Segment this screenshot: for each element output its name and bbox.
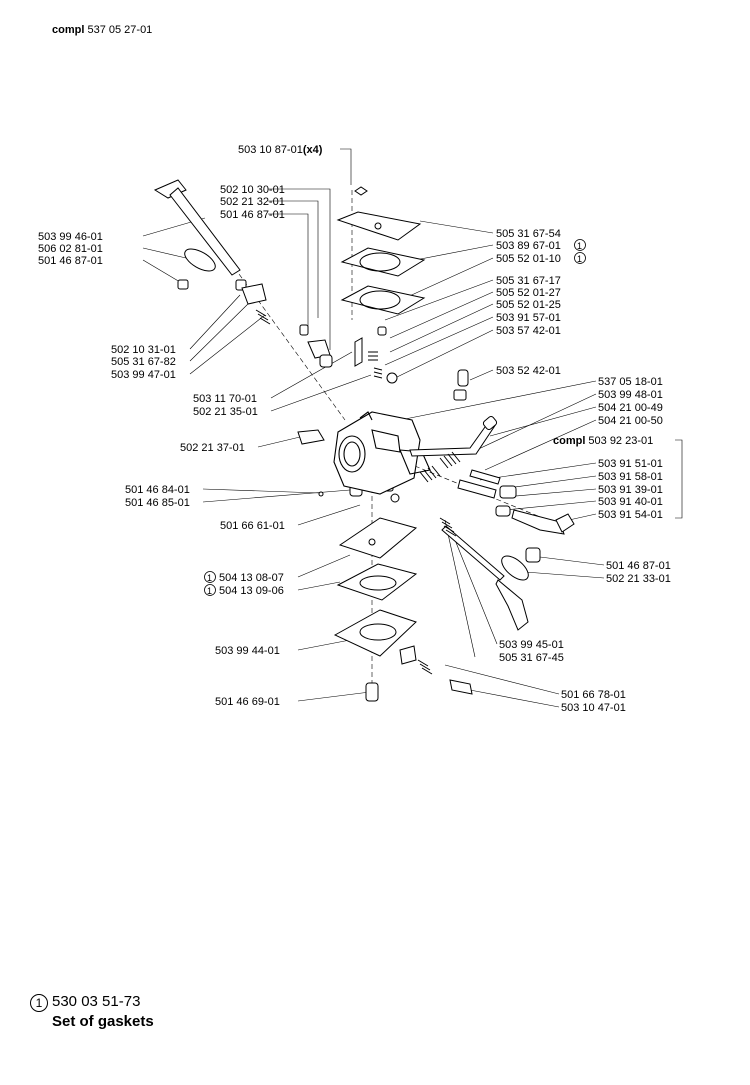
pump-diaphragm <box>340 247 426 277</box>
part-label: 501 46 87-01 <box>606 560 671 572</box>
part-label: 503 91 39-01 <box>598 484 663 496</box>
gasket-marker <box>574 239 586 251</box>
footer-marker-text: 1 <box>30 994 48 1012</box>
footer-part-number: 530 03 51-73 <box>52 993 141 1010</box>
part-label: 505 31 67-54 <box>496 228 561 240</box>
part-label: 503 57 42-01 <box>496 325 561 337</box>
gasket-marker <box>574 252 586 264</box>
label-top-screw: 503 10 87-01(x4) <box>238 144 323 156</box>
part-label: 503 99 47-01 <box>111 369 176 381</box>
choke-shaft <box>439 509 575 631</box>
gasket-marker <box>204 571 216 583</box>
part-label: 501 66 61-01 <box>220 520 285 532</box>
carburetor-body <box>333 411 431 495</box>
header-compl: compl <box>52 24 85 36</box>
part-label: 503 99 46-01 <box>38 231 103 243</box>
part-label: 502 10 31-01 <box>111 344 176 356</box>
part-label: 503 91 40-01 <box>598 496 663 508</box>
cover-screw <box>365 682 379 702</box>
part-label: 504 13 08-07 <box>219 572 284 584</box>
metering-lever-plate <box>338 517 418 559</box>
compl-number: 503 92 23-01 <box>588 435 653 447</box>
part-label: 501 46 87-01 <box>220 209 285 221</box>
part-label: 501 46 87-01 <box>38 255 103 267</box>
part-label: 502 21 37-01 <box>180 442 245 454</box>
choke-lever <box>409 416 498 457</box>
part-label: 502 21 35-01 <box>193 406 258 418</box>
part-label: 504 13 09-06 <box>219 585 284 597</box>
part-label: 505 31 67-45 <box>499 652 564 664</box>
part-label: 503 91 51-01 <box>598 458 663 470</box>
part-label: 501 66 78-01 <box>561 689 626 701</box>
choke-valve <box>501 555 529 581</box>
part-label: 502 21 33-01 <box>606 573 671 585</box>
gasket-marker-text: 1 <box>577 254 582 264</box>
throttle-valve <box>184 248 216 272</box>
part-label: 503 99 48-01 <box>598 389 663 401</box>
part-label: 502 21 32-01 <box>220 196 285 208</box>
part-label: 505 52 01-10 <box>496 253 561 265</box>
metering-stack <box>333 517 473 702</box>
label-top-number: 503 10 87-01 <box>238 144 303 156</box>
gasket-marker-text: 1 <box>207 573 212 583</box>
metering-cover <box>333 609 417 657</box>
part-label: 503 10 47-01 <box>561 702 626 714</box>
gasket-marker-text: 1 <box>577 241 582 251</box>
gasket-marker <box>204 584 216 596</box>
throttle-lever <box>241 283 267 305</box>
fuel-inlet-pin <box>297 429 325 445</box>
throttle-spring <box>255 309 271 325</box>
part-label: 504 21 00-50 <box>598 415 663 427</box>
header-number: 537 05 27-01 <box>87 24 153 36</box>
throttle-screw <box>177 279 189 290</box>
part-label: 503 99 44-01 <box>215 645 280 657</box>
footer-marker: 1 <box>30 994 48 1012</box>
part-label: 501 46 84-01 <box>125 484 190 496</box>
adjust-screws <box>419 451 517 517</box>
gasket-marker-text: 1 <box>207 586 212 596</box>
part-label: 503 11 70-01 <box>193 393 257 405</box>
label-top-qty: (x4) <box>303 144 323 156</box>
part-label: 505 52 01-25 <box>496 299 561 311</box>
footer-title: Set of gaskets <box>52 1013 154 1030</box>
top-screw-head <box>354 186 368 196</box>
diaphragm-stack <box>336 186 426 315</box>
throttle-cam <box>495 579 529 631</box>
throttle-shaft <box>153 179 271 325</box>
part-label: 505 31 67-82 <box>111 356 176 368</box>
part-label: 505 31 67-17 <box>496 275 561 287</box>
part-label: 503 99 45-01 <box>499 639 564 651</box>
part-label: 505 52 01-27 <box>496 287 561 299</box>
part-label: 503 91 54-01 <box>598 509 663 521</box>
part-label: 506 02 81-01 <box>38 243 103 255</box>
part-label: 537 05 18-01 <box>598 376 663 388</box>
part-label: 502 10 30-01 <box>220 184 285 196</box>
compl-prefix: compl <box>553 435 585 447</box>
part-label: 501 46 85-01 <box>125 497 190 509</box>
part-label: 503 52 42-01 <box>496 365 561 377</box>
part-label: 503 89 67-01 <box>496 240 561 252</box>
page-header: compl 537 05 27-01 <box>52 24 152 36</box>
cover-plate <box>336 211 422 241</box>
part-label: 501 46 69-01 <box>215 696 280 708</box>
part-label: 503 91 57-01 <box>496 312 561 324</box>
part-label: 504 21 00-49 <box>598 402 663 414</box>
part-label: 503 91 58-01 <box>598 471 663 483</box>
metering-gasket <box>336 563 418 601</box>
